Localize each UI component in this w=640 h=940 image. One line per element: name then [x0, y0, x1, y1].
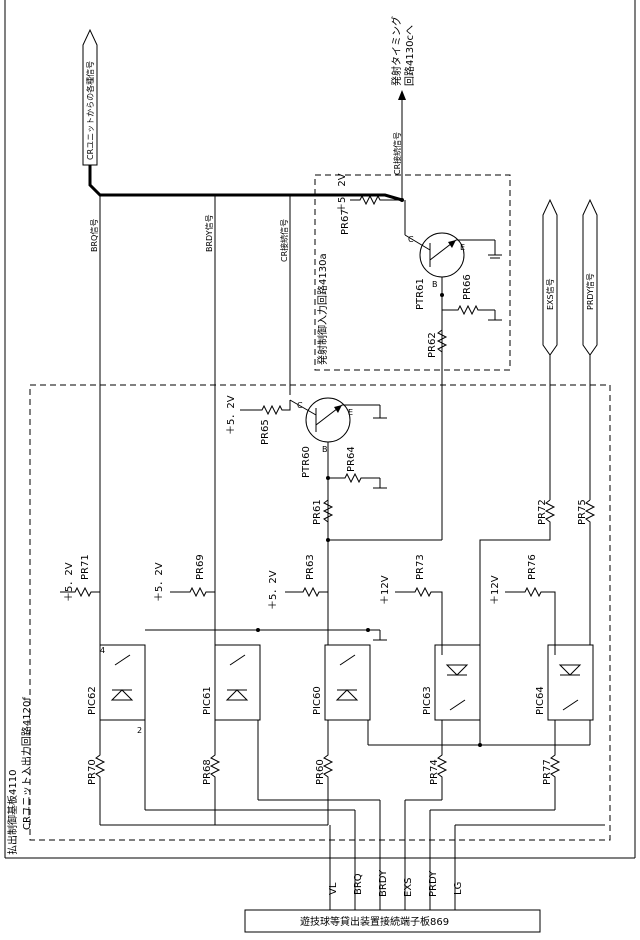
pic62 [100, 645, 145, 720]
svg-text:PIC60: PIC60 [312, 686, 323, 715]
pr71-label: PR71 [80, 554, 91, 580]
svg-text:E: E [460, 243, 465, 252]
pr64-resistor [328, 474, 380, 482]
svg-text:PIC62: PIC62 [87, 686, 98, 715]
exs-signal-arrow [543, 200, 557, 355]
svg-text:C: C [408, 235, 414, 244]
pr63-resistor [285, 588, 328, 596]
svg-text:PR60: PR60 [315, 759, 326, 785]
svg-text:EXS: EXS [403, 877, 414, 897]
pic64 [548, 645, 593, 720]
connector-board-label: 遊技球等貸出装置接続端子板869 [300, 915, 449, 928]
cr-unit-signal-label: CRユニットからの各種信号 [85, 61, 95, 160]
svg-text:PIC63: PIC63 [422, 686, 433, 715]
signal-bus [90, 165, 402, 200]
v52-fire-label: ＋5．2V [337, 173, 348, 213]
pr72-label: PR72 [537, 499, 548, 525]
v52-ptr60-label: ＋5．2V [226, 395, 237, 435]
pr76-label: PR76 [527, 554, 538, 580]
pr69-resistor [170, 588, 215, 596]
svg-text:PRDY: PRDY [428, 870, 439, 897]
pic63 [435, 645, 480, 720]
svg-text:B: B [322, 445, 328, 454]
fire-out-arrow [398, 90, 406, 100]
svg-text:LG: LG [453, 882, 464, 895]
svg-text:＋5．2V: ＋5．2V [64, 562, 75, 602]
pr61-label: PR61 [312, 499, 323, 525]
svg-text:2: 2 [137, 726, 142, 735]
ptr60-label: PTR60 [301, 446, 312, 478]
svg-text:＋12V: ＋12V [380, 575, 391, 605]
prdy-sig-label: PRDY信号 [585, 273, 595, 310]
svg-text:PIC64: PIC64 [535, 686, 546, 715]
pr62-label: PR62 [427, 332, 438, 358]
svg-text:BRQ: BRQ [353, 873, 364, 895]
pr65-label: PR65 [260, 419, 271, 445]
pr64-label: PR64 [346, 446, 357, 472]
svg-text:C: C [297, 401, 303, 410]
svg-text:PR68: PR68 [202, 759, 213, 785]
pic60 [325, 645, 370, 720]
pic61 [215, 645, 260, 720]
pr66-label: PR66 [462, 274, 473, 300]
svg-text:＋5．2V: ＋5．2V [268, 570, 279, 610]
svg-text:4: 4 [100, 646, 105, 655]
svg-text:E: E [348, 408, 353, 417]
svg-text:PR77: PR77 [542, 759, 553, 785]
svg-text:PIC61: PIC61 [202, 686, 213, 715]
pr69-label: PR69 [195, 554, 206, 580]
fire-to-label-2: 回路4130cへ [403, 25, 416, 86]
cr-conn-top-label: CR接続信号 [392, 132, 402, 175]
svg-text:PR74: PR74 [429, 759, 440, 785]
pr75-label: PR75 [577, 499, 588, 525]
svg-text:VL: VL [328, 882, 339, 895]
cr-circuit-label: CRユニット入出力回路4120f [20, 697, 33, 830]
board-label: 払出制御基板4110 [6, 770, 19, 855]
fire-circuit-label: 発射制御入力回路4130a [316, 253, 329, 365]
pr65-resistor [240, 400, 290, 414]
cr-conn-label: CR接続信号 [279, 219, 289, 262]
exs-sig-label: EXS信号 [545, 278, 555, 310]
svg-text:＋5．2V: ＋5．2V [154, 562, 165, 602]
svg-text:PR70: PR70 [87, 759, 98, 785]
svg-text:BRDY: BRDY [378, 869, 389, 897]
brdy-sig-label: BRDY信号 [204, 214, 214, 252]
brq-sig-label: BRQ信号 [89, 219, 99, 252]
fire-to-label-1: 発射タイミング [390, 16, 403, 86]
pr73-label: PR73 [415, 554, 426, 580]
pr63-label: PR63 [305, 554, 316, 580]
svg-text:＋12V: ＋12V [490, 575, 501, 605]
ptr61-label: PTR61 [415, 278, 426, 310]
svg-text:B: B [432, 280, 438, 289]
